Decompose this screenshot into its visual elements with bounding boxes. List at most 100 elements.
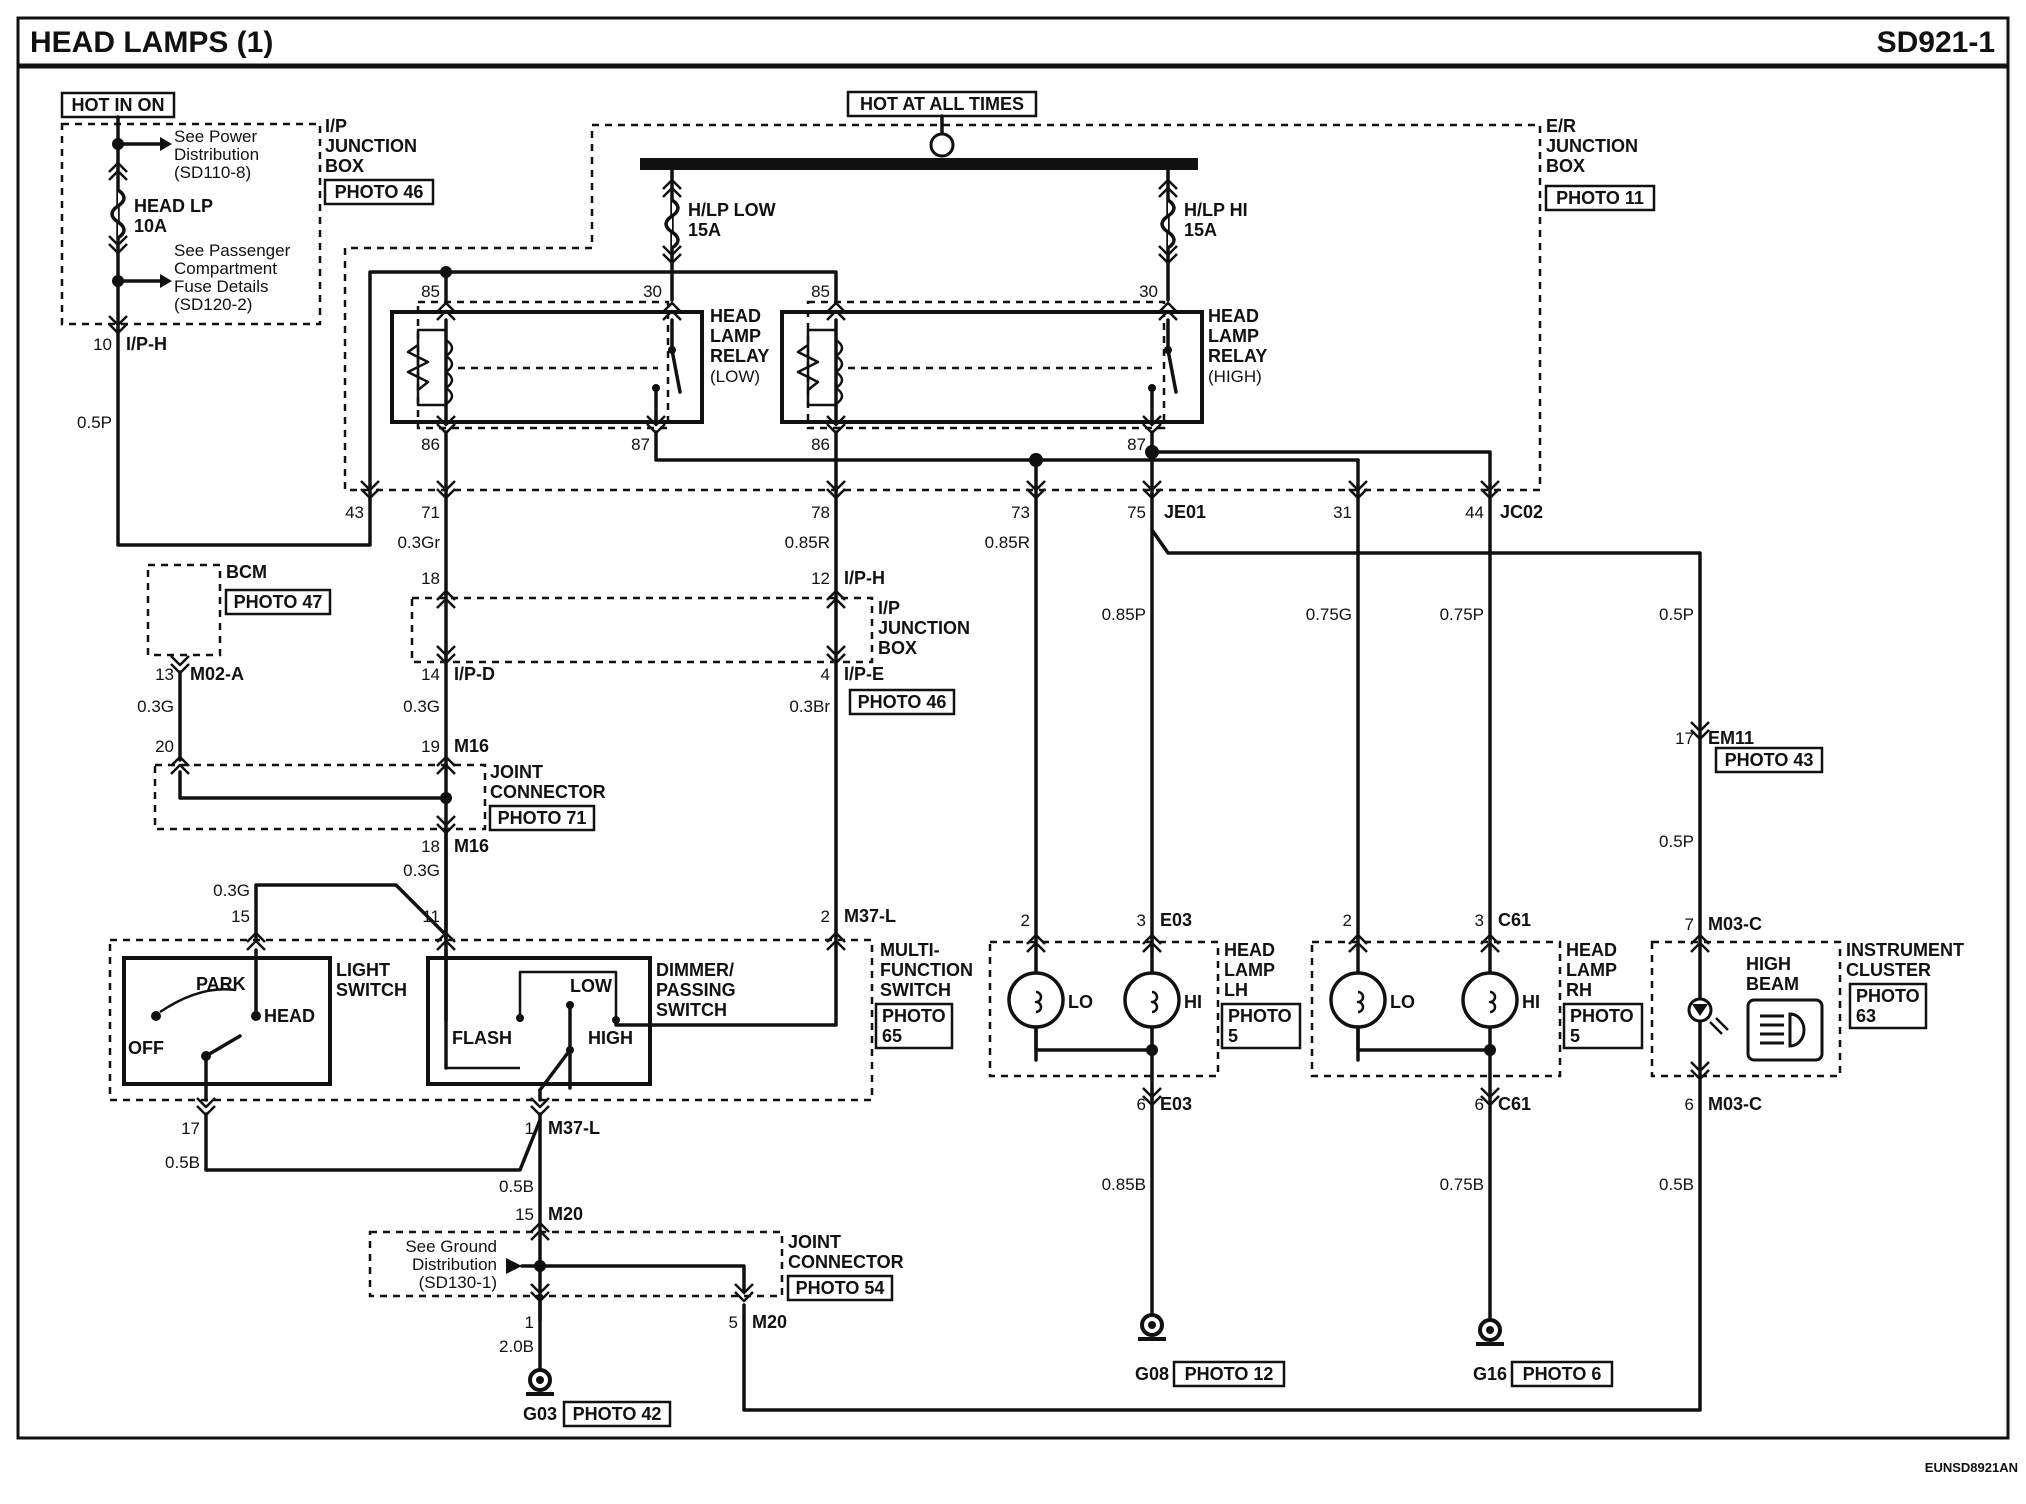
dimmer-label-1: DIMMER/ bbox=[656, 960, 734, 980]
bcm-pin-13: 13 bbox=[155, 665, 174, 684]
light-switch-label-1: LIGHT bbox=[336, 960, 390, 980]
instrument-cluster-section: 17 EM11 PHOTO 43 7 M03-C HIGH BEAM INSTR… bbox=[1650, 720, 1964, 1194]
page-title: HEAD LAMPS (1) bbox=[30, 26, 273, 59]
relay-coil-icon bbox=[834, 338, 844, 406]
ic-conn-top: M03-C bbox=[1708, 914, 1762, 934]
dimmer-blade bbox=[538, 1048, 572, 1092]
lh-pin-3: 3 bbox=[1137, 911, 1146, 930]
resistor-icon bbox=[796, 343, 820, 391]
er-junction-label-1: E/R bbox=[1546, 116, 1576, 136]
wire-0.75P: 0.75P bbox=[1440, 605, 1484, 624]
relay-high-label-1: HEAD bbox=[1208, 306, 1259, 326]
er-junction-photo: PHOTO 11 bbox=[1556, 188, 1644, 208]
high-beam-label-2: BEAM bbox=[1746, 974, 1799, 994]
jm20-label-2: CONNECTOR bbox=[788, 1252, 904, 1272]
rh-pin-2: 2 bbox=[1343, 911, 1352, 930]
ip-junction-label-3: BOX bbox=[325, 156, 364, 176]
wire-0.3G-13: 0.3G bbox=[137, 697, 174, 716]
bcm-outline bbox=[146, 563, 222, 657]
dimmer-flash: FLASH bbox=[452, 1028, 512, 1048]
arrow-icon bbox=[506, 1258, 522, 1274]
dimmer-passing-switch bbox=[426, 956, 652, 1086]
ground-icon bbox=[1474, 1318, 1506, 1346]
bulb-lo-icon bbox=[1007, 971, 1065, 1029]
head-lamp-relay-high bbox=[780, 310, 1204, 424]
mfs-label-3: SWITCH bbox=[880, 980, 951, 1000]
resistor-icon bbox=[406, 343, 430, 391]
em11-pin-17: 17 bbox=[1675, 729, 1694, 748]
wire-0.75G: 0.75G bbox=[1306, 605, 1352, 624]
ground-g08: G08 bbox=[1135, 1364, 1169, 1384]
wire-0.5P-em11: 0.5P bbox=[1659, 832, 1694, 851]
rh-label-1: HEAD bbox=[1566, 940, 1617, 960]
head-lp-fuse-rating: 10A bbox=[134, 216, 167, 236]
ipm-photo: PHOTO 46 bbox=[858, 692, 947, 712]
hot-at-all-times-label: HOT AT ALL TIMES bbox=[860, 94, 1024, 114]
head-lamp-lh-outline bbox=[988, 940, 1220, 1078]
high-beam-symbol-icon bbox=[1746, 998, 1824, 1062]
joint-m16-outline bbox=[153, 763, 487, 831]
wire-0.85B: 0.85B bbox=[1102, 1175, 1146, 1194]
jm20-photo: PHOTO 54 bbox=[796, 1278, 885, 1298]
relay-85-bus bbox=[368, 270, 838, 502]
bcm-connector: M02-A bbox=[190, 664, 244, 684]
ground-g03: G03 bbox=[523, 1404, 557, 1424]
mfs-pin-2: 2 bbox=[821, 907, 830, 926]
ground-g16: G16 bbox=[1473, 1364, 1507, 1384]
relay-high-label-4: (HIGH) bbox=[1208, 367, 1262, 386]
ipm-label-2: JUNCTION bbox=[878, 618, 970, 638]
relay-low-pin-87: 87 bbox=[631, 435, 650, 454]
see-ground-line-3: (SD130-1) bbox=[419, 1273, 497, 1292]
mfs-conn-bottom: M37-L bbox=[548, 1118, 600, 1138]
bcm-section: BCM PHOTO 47 13 M02-A 0.3G bbox=[137, 562, 332, 762]
relay-low-pin-86: 86 bbox=[421, 435, 440, 454]
see-passenger-line-3: Fuse Details bbox=[174, 277, 268, 296]
wire-0.5B-cluster: 0.5B bbox=[1659, 1175, 1694, 1194]
jm20-pin-1: 1 bbox=[525, 1313, 534, 1332]
lh-photo-1: PHOTO bbox=[1228, 1006, 1292, 1026]
joint-m20-outline bbox=[368, 1230, 784, 1298]
em11-connector: EM11 bbox=[1708, 728, 1754, 748]
fuse-low-rating: 15A bbox=[688, 220, 721, 240]
battery-terminal-icon bbox=[929, 132, 955, 158]
ipm-conn-ipe: I/P-E bbox=[844, 664, 884, 684]
bulb-hi-icon bbox=[1123, 971, 1181, 1029]
instrument-cluster-outline bbox=[1650, 940, 1842, 1078]
wire-0.85P: 0.85P bbox=[1102, 605, 1146, 624]
wire-0.3G-ls15 bbox=[254, 883, 448, 942]
ipm-pin-4: 4 bbox=[821, 665, 830, 684]
rh-label-2: LAMP bbox=[1566, 960, 1617, 980]
wire-0.5P-to-cluster bbox=[742, 528, 1702, 1412]
connector-iph: I/P-H bbox=[126, 334, 167, 354]
rh-conn-bottom: C61 bbox=[1498, 1094, 1531, 1114]
mfs-pin-17: 17 bbox=[181, 1119, 200, 1138]
relay-low-label-2: LAMP bbox=[710, 326, 761, 346]
fuse-icon bbox=[110, 188, 126, 240]
ground-g08-photo: PHOTO 12 bbox=[1185, 1364, 1274, 1384]
wire-0.5P-cluster: 0.5P bbox=[1659, 605, 1694, 624]
lh-label-3: LH bbox=[1224, 980, 1248, 1000]
rh-lo-label: LO bbox=[1390, 992, 1415, 1012]
bulb-lo-icon bbox=[1329, 971, 1387, 1029]
ipm-pin-14: 14 bbox=[421, 665, 440, 684]
wire-0.5B-m37-label: 0.5B bbox=[499, 1177, 534, 1196]
rh-pin-3: 3 bbox=[1475, 911, 1484, 930]
er-pin-78: 78 bbox=[811, 503, 830, 522]
jm16-label-2: CONNECTOR bbox=[490, 782, 606, 802]
jm20-conn-top: M20 bbox=[548, 1204, 583, 1224]
mfs-label-1: MULTI- bbox=[880, 940, 940, 960]
light-switch-blade bbox=[204, 1034, 242, 1058]
ic-photo-1: PHOTO bbox=[1856, 986, 1920, 1006]
bulb-hi-icon bbox=[1461, 971, 1519, 1029]
er-junction-box-outline bbox=[343, 123, 1542, 492]
jm16-pin-19: 19 bbox=[421, 737, 440, 756]
er-junction-section: HOT AT ALL TIMES E/R JUNCTION BOX PHOTO … bbox=[343, 90, 1702, 1412]
fuse-low-name: H/LP LOW bbox=[688, 200, 776, 220]
ipm-label-1: I/P bbox=[878, 598, 900, 618]
lh-conn-bottom: E03 bbox=[1160, 1094, 1192, 1114]
relay-high-pin-86: 86 bbox=[811, 435, 830, 454]
wire-0.3G-ls: 0.3G bbox=[213, 881, 250, 900]
light-head: HEAD bbox=[264, 1006, 315, 1026]
wire-0.5B-17 bbox=[204, 1112, 542, 1172]
ip-junction-mid-outline bbox=[410, 596, 874, 664]
